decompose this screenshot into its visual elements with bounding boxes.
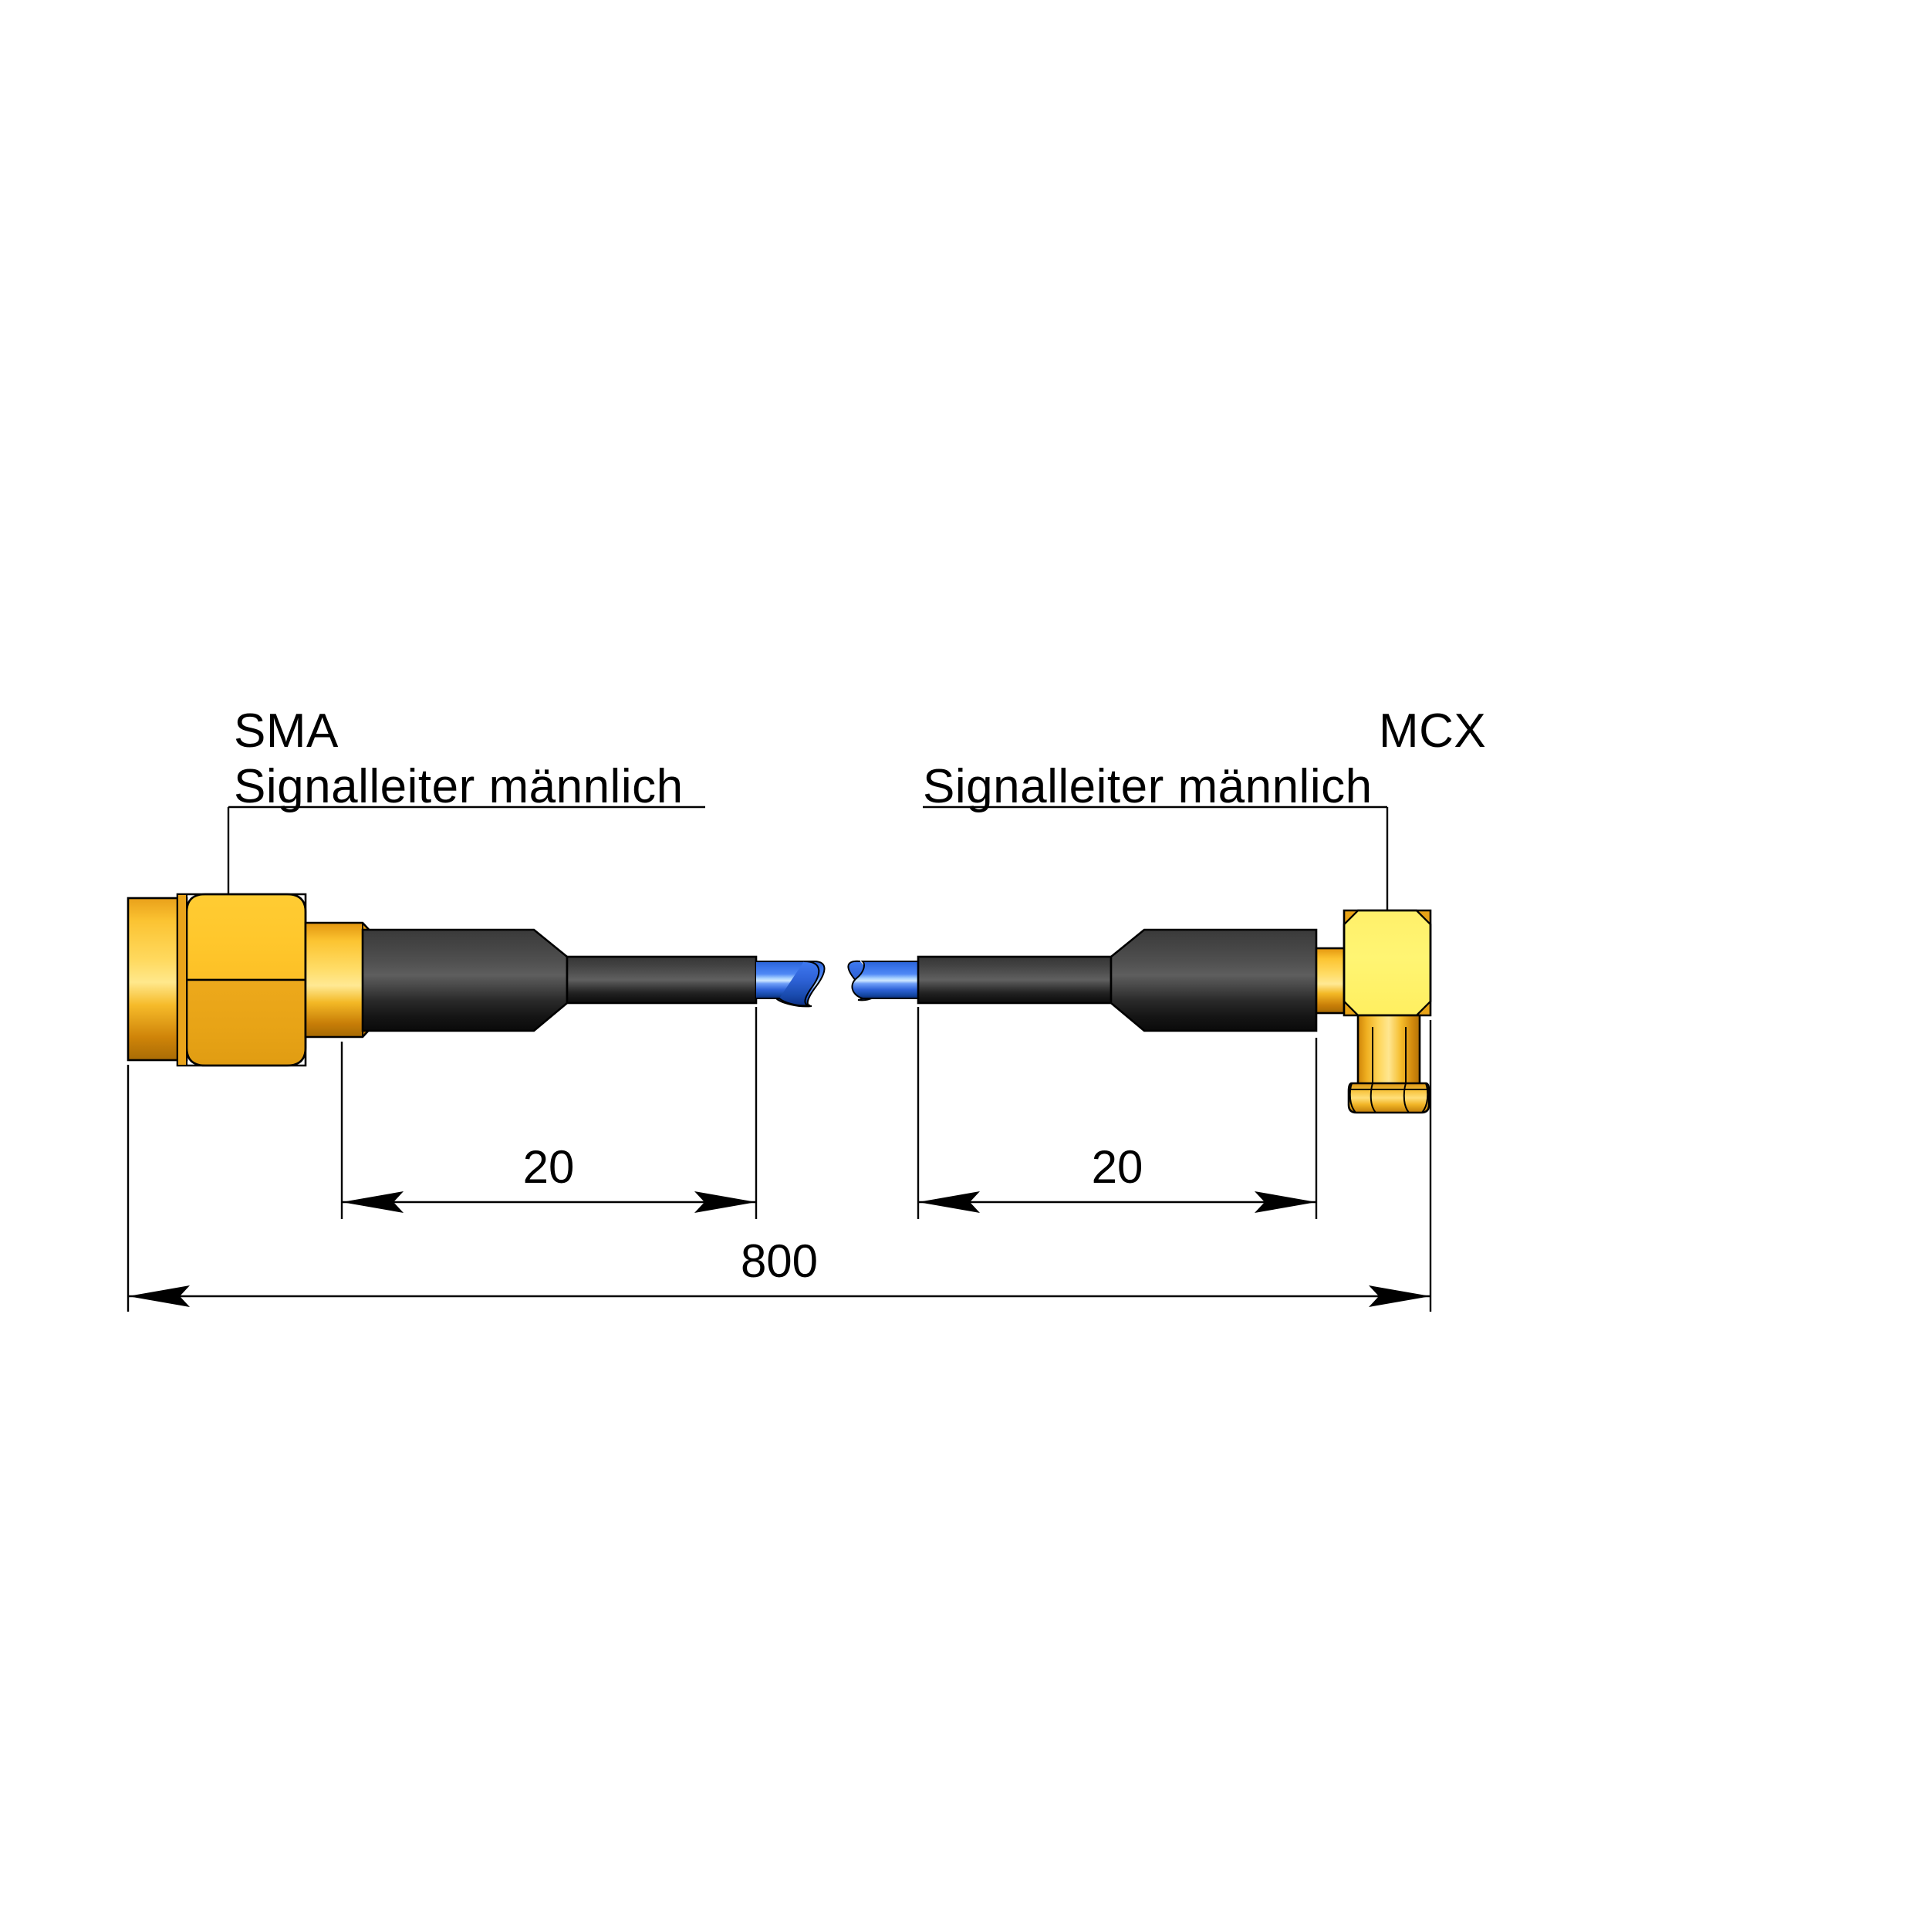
cable-break-right-segment — [851, 961, 919, 999]
cable-break-symbol-group — [755, 960, 919, 1008]
dim-value-right20: 20 — [1092, 1141, 1143, 1193]
dim-arrow-left20-start — [342, 1191, 404, 1213]
dim-value-left20: 20 — [523, 1141, 575, 1193]
right-annotation-group: MCX Signalleiter männlich — [923, 704, 1486, 968]
dim-value-overall: 800 — [741, 1235, 818, 1287]
left-connector-type-label: SMA — [234, 704, 339, 758]
mcx-barrel-collar — [1347, 1082, 1430, 1114]
mcx-collar-slot-left — [1370, 1083, 1376, 1113]
left-cable-jacket — [566, 955, 758, 1005]
mcx-right-angle-body-face — [1343, 909, 1432, 1017]
dimension-overall-800: 800 — [128, 1235, 1430, 1307]
mcx-ferrule — [1315, 947, 1346, 1015]
mcx-collar-arc-right — [1421, 1083, 1429, 1113]
mcx-collar-slot-right — [1403, 1083, 1410, 1113]
sma-hex-body-upper-face — [185, 893, 307, 981]
dimension-extension-lines — [127, 1007, 1432, 1312]
dimension-left-20: 20 — [342, 1141, 756, 1213]
right-cable-jacket — [917, 955, 1113, 1005]
dim-arrow-right20-end — [1255, 1191, 1316, 1213]
dim-arrow-overall-start — [128, 1285, 190, 1307]
left-connector-description-label: Signalleiter männlich — [234, 760, 684, 813]
cable-break-right-edges — [863, 961, 918, 999]
dim-arrow-left20-end — [694, 1191, 756, 1213]
mcx-collar-arc-left — [1349, 1083, 1356, 1113]
sma-hex-body-lower-face — [185, 978, 307, 1067]
sma-ferrule — [304, 921, 373, 1039]
right-connector-description-label: Signalleiter männlich — [923, 760, 1373, 813]
mcx-connector-group — [917, 909, 1432, 1114]
dim-arrow-right20-start — [918, 1191, 980, 1213]
cable-break-left-curl — [779, 961, 820, 1007]
dimension-right-20: 20 — [918, 1141, 1316, 1213]
sma-connector-group — [127, 893, 758, 1067]
mcx-body-outline — [1343, 909, 1432, 1017]
left-strain-relief-boot — [361, 928, 569, 1032]
right-connector-type-label: MCX — [1379, 704, 1486, 758]
dim-arrow-overall-end — [1369, 1285, 1430, 1307]
right-strain-relief-boot — [1110, 928, 1318, 1032]
sma-hex-left-edge — [177, 893, 187, 1066]
